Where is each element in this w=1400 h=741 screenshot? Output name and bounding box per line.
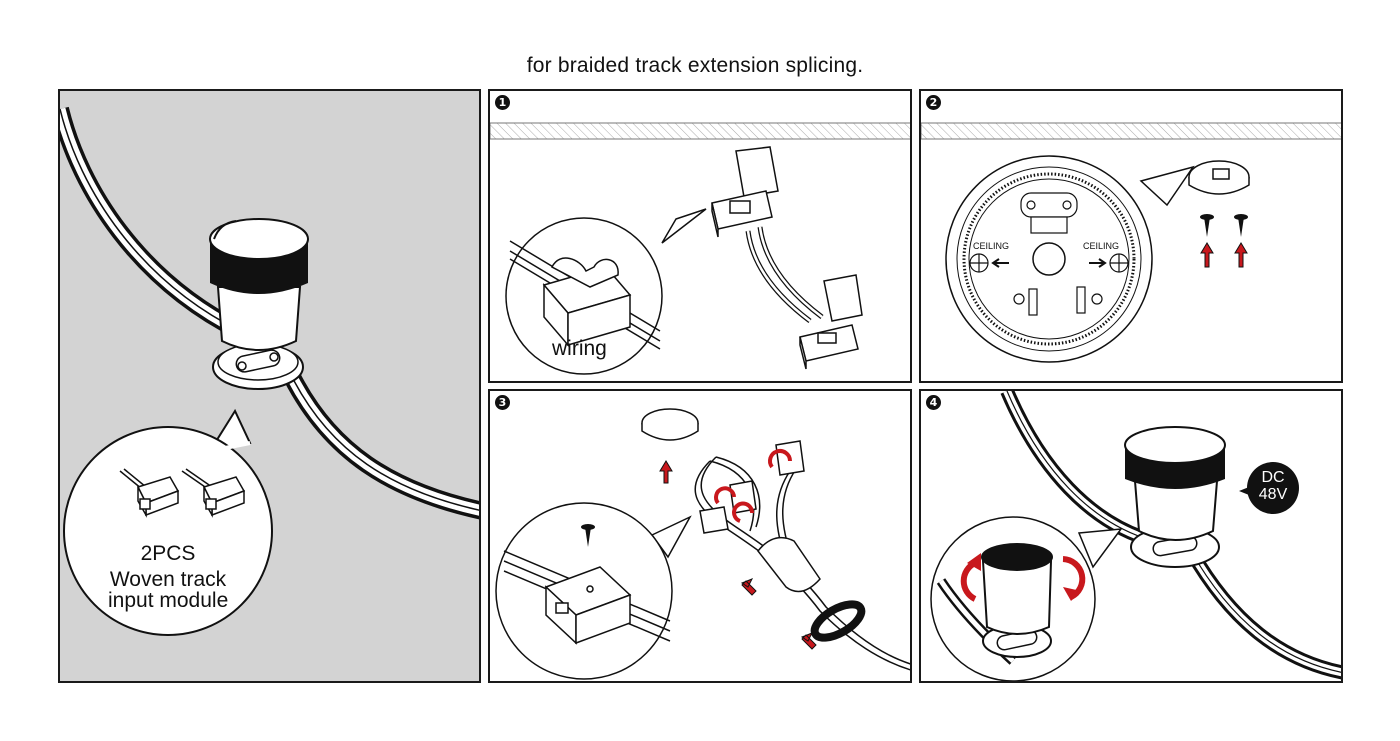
quantity-label: 2PCS (140, 542, 196, 565)
assembly-illustration (495, 408, 910, 680)
finished-installation-illustration (930, 391, 1341, 681)
step-number-badge: 4 (926, 395, 941, 410)
product-overview-panel: 2PCS Woven track input module (58, 89, 481, 683)
step-2-panel: 2 CEILING CEILING (919, 89, 1343, 383)
wiring-illustration (490, 122, 910, 375)
step-3-panel: 3 (488, 389, 912, 683)
step-number-badge: 3 (495, 395, 510, 410)
dc-badge-line2: 48V (1258, 486, 1288, 503)
track-module-illustration (60, 106, 479, 636)
page-title: for braided track extension splicing. (526, 54, 864, 77)
wiring-label: wiring (552, 337, 607, 360)
module-name-line1: Woven track (109, 568, 227, 591)
ceiling-label-left: CEILING (973, 241, 1010, 251)
ceiling-mount-illustration (921, 122, 1341, 363)
step-number-badge: 2 (926, 95, 941, 110)
ceiling-label-right: CEILING (1083, 241, 1120, 251)
step-number-badge: 1 (495, 95, 510, 110)
dc-badge-line1: DC (1261, 469, 1285, 486)
step-1-panel: 1 wiring (488, 89, 912, 383)
module-name-line2: input module (108, 589, 229, 612)
step-4-panel: 4 DC 48V (919, 389, 1343, 683)
